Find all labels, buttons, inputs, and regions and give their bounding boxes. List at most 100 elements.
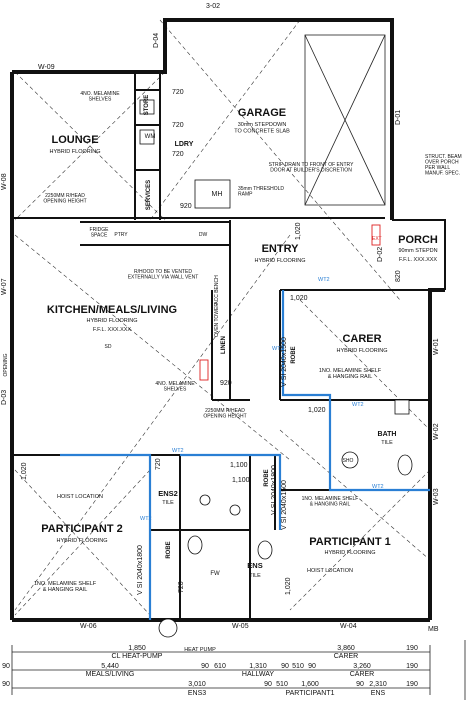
text-line: PER WALL — [425, 165, 450, 171]
dim-r1-1: CL HEAT-PUMP — [112, 653, 163, 660]
porch-name: PORCH — [398, 234, 438, 246]
text-line: 35mm THRESHOLD — [238, 186, 284, 192]
text-line: 2250MM R/HEAD — [205, 408, 245, 414]
tag-w05: W-05 — [232, 623, 249, 630]
red-marker-kitchen — [199, 359, 209, 381]
text-line: SHELVES — [89, 97, 112, 103]
entry-floor: HYBRID FLOORING — [254, 258, 305, 264]
bath-shower — [341, 451, 359, 469]
ens-shower — [229, 504, 241, 516]
fixtures: EXT — [139, 99, 413, 638]
mh-box — [194, 179, 231, 209]
vsi-3: V SI 2040x1800 — [137, 545, 144, 595]
sho-label: SHO — [343, 458, 354, 464]
dim-r2-5: 1,310 — [249, 663, 267, 670]
carer-floor: HYBRID FLOORING — [336, 348, 387, 354]
washing-machine-fixture — [139, 99, 155, 115]
dim-r2-0: 90 — [2, 663, 10, 670]
door-dim-12: 720 — [155, 458, 162, 470]
door-dim-4: 920 — [180, 203, 192, 210]
dim-r2-11: CARER — [350, 671, 375, 678]
svg-text:WT2: WT2 — [140, 516, 152, 522]
dim-r3-10: 190 — [406, 681, 418, 688]
door-dim-6: 1,020 — [295, 222, 302, 240]
hoist-label: HOIST LOCATION — [57, 494, 103, 500]
laundry-tub-fixture — [139, 129, 155, 145]
text-line: EXTERNALLY VIA WALL VENT — [128, 275, 199, 281]
dim-r2-9: 90 — [308, 663, 316, 670]
robe-carer-label: ROBE — [291, 346, 297, 363]
dim-r2-1: 5,440 — [101, 663, 119, 670]
robe-p2-label: ROBE — [166, 541, 172, 558]
tag-mb: MB — [428, 626, 439, 633]
text-line: MANUF. SPEC. — [425, 171, 460, 177]
tag-d02: D-02 — [377, 247, 384, 262]
svg-text:WT2: WT2 — [272, 346, 284, 352]
lounge-name: LOUNGE — [51, 134, 98, 146]
carer-name: CARER — [342, 333, 381, 345]
dim-r2-12: 190 — [406, 663, 418, 670]
participant1-name: PARTICIPANT 1 — [309, 536, 391, 548]
wet-area-outlines: WT2 WT2 WT2 WT2 WT2 WT2 — [60, 277, 430, 620]
vsi-2: V SI 2040x1500 — [281, 480, 288, 530]
dim-r1-4: 190 — [406, 645, 418, 652]
door-dim-11: 820 — [395, 270, 402, 282]
dim-r2-3: 90 — [201, 663, 209, 670]
text-line: & HANGING RAIL — [328, 374, 373, 380]
ens2-name: ENS2 — [158, 489, 178, 498]
text-line: STRIP DRAIN TO FRONT OF ENTRY — [269, 162, 354, 168]
mh-label: MH — [212, 191, 223, 198]
text-line: & HANGING RAIL — [310, 502, 351, 508]
garage-name: GARAGE — [238, 107, 286, 119]
participant2-note: 1NO. MELAMINE SHELF& HANGING RAIL — [34, 581, 97, 593]
top-marker: 3-02 — [206, 3, 220, 10]
red-door-marker — [371, 224, 381, 246]
porch-note: 90mm STEPDN — [398, 248, 437, 254]
text-line: SPACE — [91, 233, 108, 239]
sd-label: SD — [105, 344, 112, 350]
text-line: 30mm STEPDOWN — [238, 122, 287, 128]
dim-r3-4: 510 — [276, 681, 288, 688]
ptry-label: PTRY — [114, 232, 128, 238]
services-label: SERVICES — [146, 180, 152, 210]
dim-r2-2: MEALS/LIVING — [86, 671, 135, 678]
dim-r3-3: 90 — [264, 681, 272, 688]
door-dim-7: 1,020 — [290, 295, 308, 302]
svg-text:WT2: WT2 — [352, 402, 364, 408]
text-line: 1NO. MELAMINE SHELF — [319, 368, 382, 374]
text-line: OVER PORCH — [425, 160, 459, 166]
ens2-floor: TILE — [162, 500, 174, 506]
dim-row-1: 1,850 CL HEAT-PUMP 3,860 CARER 190 — [112, 645, 418, 660]
text-line: SHELVES — [164, 387, 187, 393]
participant2-name: PARTICIPANT 2 — [41, 523, 123, 535]
lounge-floor: HYBRID FLOORING — [49, 149, 100, 155]
carer-vanity — [394, 399, 410, 415]
door-dim-13: 720 — [178, 581, 185, 593]
text-line: RAMP — [238, 192, 253, 198]
dim-r1-0: 1,850 — [128, 645, 146, 652]
ens-toilet — [257, 540, 273, 560]
porch-ffl: F.F.L. XXX.XXX — [399, 257, 438, 263]
window-sizes: V SI 2040x1500 V SI 2040x1500 V SI 2040x… — [137, 337, 288, 595]
text-line: 4NO. MELAMINE — [155, 381, 195, 387]
heat-pump-note: HEAT PUMP — [184, 647, 216, 653]
wm-label: WM — [145, 134, 156, 140]
robe-p1-label: ROBE — [264, 469, 270, 486]
tag-w02: W-02 — [433, 423, 440, 440]
text-line: OPENING HEIGHT — [43, 199, 86, 205]
bath-floor: TILE — [381, 440, 393, 446]
door-dim-15: 1,100 — [232, 477, 250, 484]
tag-w08: W-08 — [1, 173, 8, 190]
dimension-lines — [11, 640, 466, 700]
tag-w01: W-01 — [433, 338, 440, 355]
door-dim-5: 920 — [220, 380, 232, 387]
